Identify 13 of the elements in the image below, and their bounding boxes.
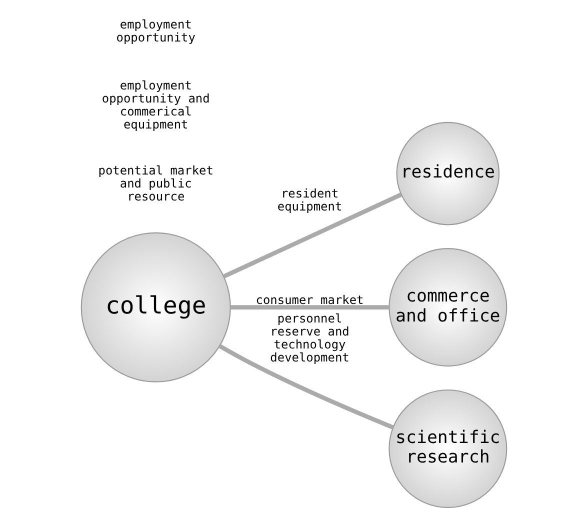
label: employment opportunity and commerical equipment bbox=[102, 78, 210, 132]
node-circle: residence bbox=[396, 122, 500, 226]
connector bbox=[222, 192, 402, 278]
node-circle: college bbox=[80, 232, 231, 382]
edge-label: resident equipment bbox=[277, 186, 342, 214]
node-circle: scientific research bbox=[388, 389, 508, 508]
label: employment opportunity bbox=[116, 18, 196, 45]
node-circle: commerce and office bbox=[388, 248, 508, 367]
edge-label: consumer market bbox=[256, 292, 364, 307]
connector bbox=[230, 305, 389, 310]
edge-label: personnel reserve and technology development bbox=[270, 311, 350, 364]
connector bbox=[218, 344, 394, 430]
label: potential market and public resource bbox=[98, 163, 214, 204]
